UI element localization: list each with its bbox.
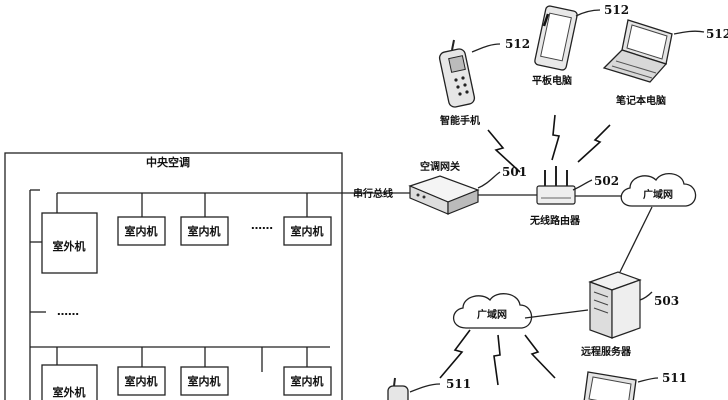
ac-gateway-label: 空调网关 — [420, 160, 460, 173]
ref-511-laptop: 511 — [662, 371, 687, 385]
indoor-unit-2a-label: 室内机 — [125, 374, 158, 388]
ref-512-laptop: 512 — [706, 27, 728, 41]
bottom-smartphone-icon — [387, 377, 409, 400]
outdoor-unit-2 — [41, 364, 98, 400]
indoor-unit-1b-label: 室内机 — [188, 224, 221, 238]
indoor-unit-2b-label: 室内机 — [188, 374, 221, 388]
indoor-unit-2c — [283, 366, 332, 396]
wireless-router-icon — [536, 166, 576, 205]
ref-503: 503 — [654, 294, 679, 308]
wan-label-bottom: 广域网 — [477, 308, 507, 321]
indoor-unit-2a — [117, 366, 166, 396]
ref-511-phone: 511 — [446, 377, 471, 391]
ref-502: 502 — [594, 174, 619, 188]
indoor-unit-1c-label: 室内机 — [291, 224, 324, 238]
remote-server-icon — [588, 271, 642, 339]
indoor-unit-1a-label: 室内机 — [125, 224, 158, 238]
ref-512-phone: 512 — [505, 37, 530, 51]
tablet-icon — [534, 5, 578, 71]
indoor-unit-2c-label: 室内机 — [291, 374, 324, 388]
tablet-label: 平板电脑 — [532, 74, 572, 87]
wan-cloud-icon — [620, 173, 697, 207]
indoor-unit-2b — [180, 366, 229, 396]
central-ac-box: 中央空调 室外机 室内机 室内机 …… 室内机 …… 室外机 — [4, 152, 410, 400]
laptop-label: 笔记本电脑 — [616, 94, 666, 107]
indoor-dots-1: …… — [251, 219, 273, 232]
remote-server-label: 远程服务器 — [581, 345, 632, 358]
wireless-link-icons — [439, 114, 611, 386]
outdoor-unit-1 — [41, 212, 98, 274]
outdoor-unit-2-label: 室外机 — [53, 385, 86, 399]
wan-cloud-bottom-icon — [452, 293, 533, 329]
router-label: 无线路由器 — [529, 214, 581, 227]
ref-501: 501 — [502, 165, 527, 179]
serial-bus-label: 串行总线 — [353, 187, 393, 200]
indoor-unit-1a — [117, 216, 166, 246]
smartphone-icon — [438, 39, 476, 108]
central-ac-title: 中央空调 — [146, 155, 190, 169]
wan-label-right: 广域网 — [643, 188, 673, 201]
ref-512-tablet: 512 — [604, 3, 629, 17]
laptop-icon — [602, 19, 673, 83]
indoor-unit-1b — [180, 216, 229, 246]
ac-gateway-icon — [408, 175, 480, 215]
indoor-unit-1c — [283, 216, 332, 246]
outdoor-dots: …… — [57, 305, 79, 318]
outdoor-unit-1-label: 室外机 — [53, 239, 86, 253]
smartphone-label: 智能手机 — [440, 114, 480, 127]
bottom-laptop-icon — [583, 371, 637, 400]
